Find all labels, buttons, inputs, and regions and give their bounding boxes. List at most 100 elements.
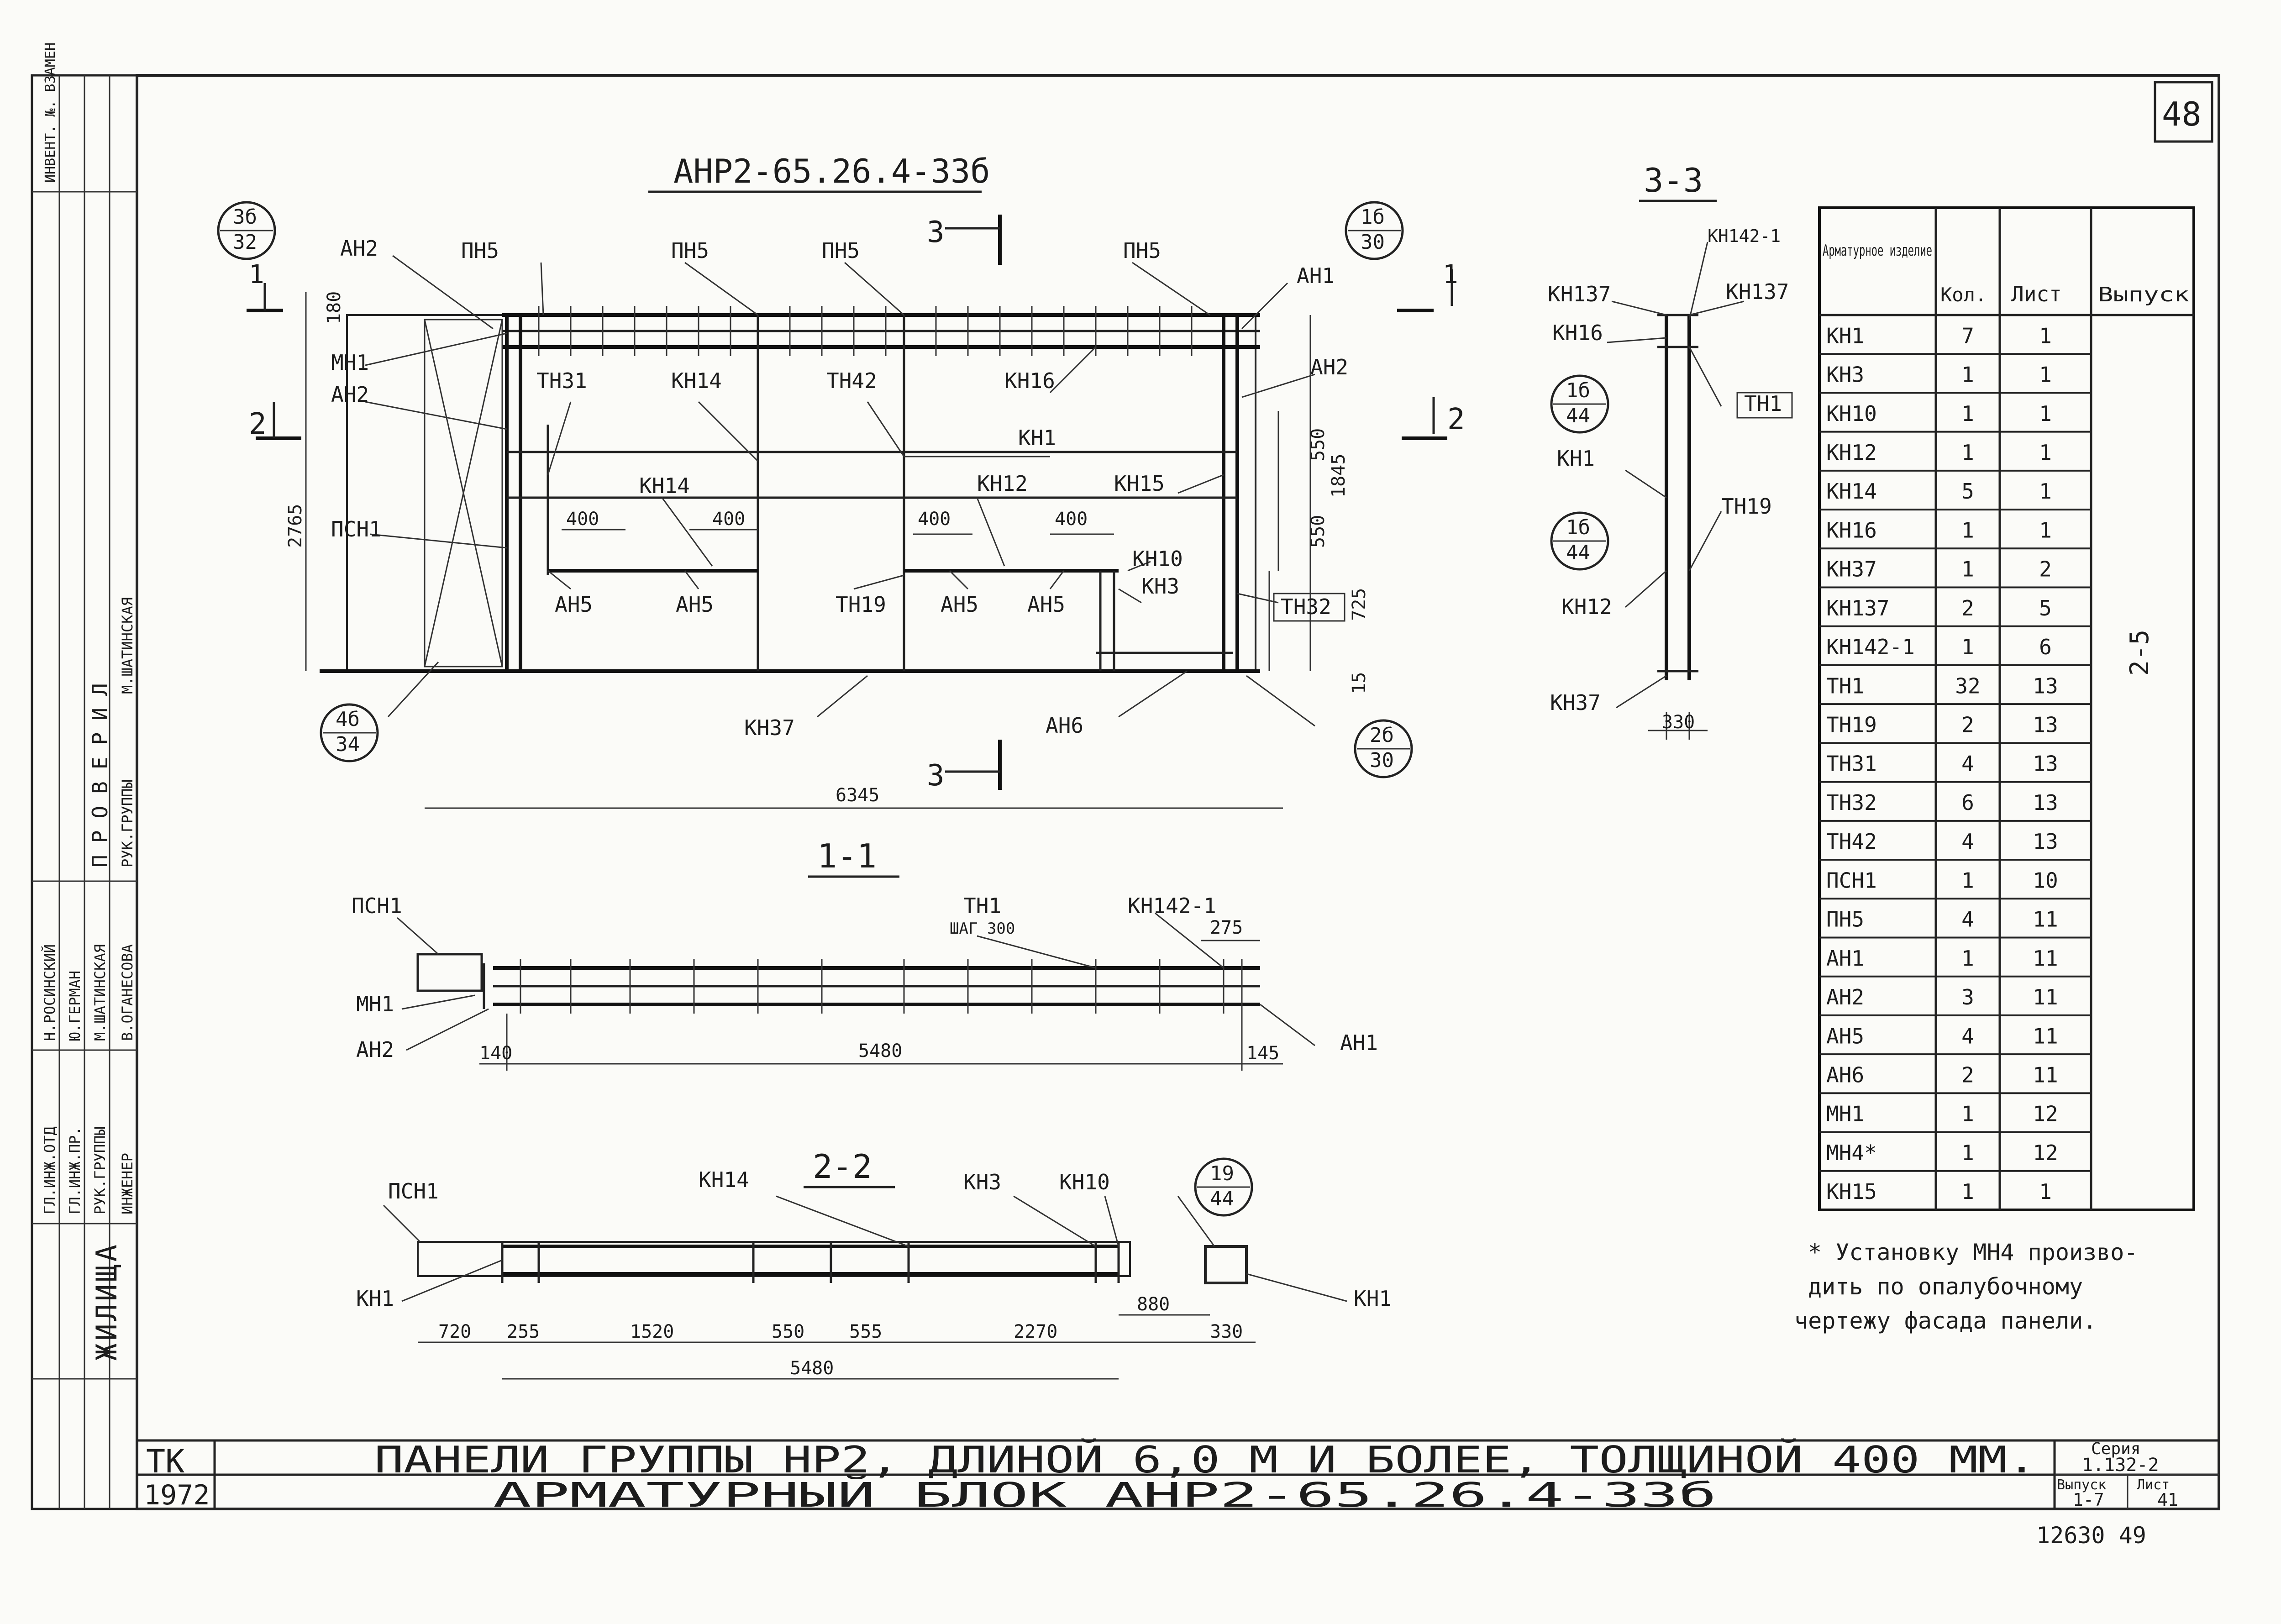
stamp-zhilishcha: ЖИЛИЩА (90, 1242, 123, 1361)
table-cell-item: КН15 (1826, 1179, 1877, 1204)
table-cell-qty: 4 (1961, 1024, 1974, 1048)
table-cell-item: КН14 (1826, 479, 1877, 504)
lbl-22-kn10: КН10 (1059, 1170, 1110, 1194)
table-cell-item: КН142-1 (1826, 635, 1915, 659)
table-cell-item: КН16 (1826, 518, 1877, 542)
lbl-22-kn14: КН14 (699, 1167, 749, 1192)
lbl-an1: АН1 (1297, 263, 1335, 288)
plan-view: АНР2-65.26.4-33б (217, 152, 1465, 809)
table-cell-sheet: 11 (2033, 1024, 2058, 1048)
lbl-an6: АН6 (1046, 713, 1083, 738)
table-cell-qty: 1 (1961, 1102, 1974, 1126)
table-cell-qty: 3 (1961, 985, 1974, 1009)
bubble-6: 1б 44 (1550, 511, 1609, 571)
bubble-4: 2б 30 (1354, 719, 1413, 778)
table-cell-item: ТН19 (1826, 713, 1877, 737)
svg-text:44: 44 (1566, 404, 1590, 427)
lbl-11-kn142: КН142-1 (1128, 893, 1216, 918)
footnote-line-1: * Установку МН4 произво- (1808, 1239, 2138, 1266)
lbl-tn42: ТН42 (826, 368, 877, 393)
svg-text:32: 32 (233, 231, 257, 254)
lbl-pn5-3: ПН5 (822, 238, 860, 263)
dim-22-720: 720 (438, 1321, 471, 1342)
table-cell-sheet: 13 (2033, 790, 2058, 815)
table-cell-sheet: 11 (2033, 985, 2058, 1009)
svg-text:1б: 1б (1566, 379, 1590, 402)
bubble-1: 3б 32 (217, 201, 276, 260)
svg-text:30: 30 (1370, 749, 1394, 772)
table-cell-qty: 1 (1961, 557, 1974, 582)
lbl-tn19: ТН19 (836, 592, 886, 617)
stamp-name-2: Ю.ГЕРМАН (66, 971, 84, 1041)
lbl-kn15: КН15 (1114, 471, 1165, 496)
cut1-left: 1 (249, 260, 264, 289)
lbl-33-kn12: КН12 (1561, 594, 1612, 619)
issue-label: Выпуск (2057, 1477, 2106, 1493)
lbl-kn1: КН1 (1018, 426, 1056, 450)
lbl-33-kn137-r: КН137 (1726, 279, 1789, 304)
dim-11-275: 275 (1210, 917, 1243, 938)
table-cell-sheet: 1 (2039, 518, 2052, 542)
table-cell-qty: 1 (1961, 946, 1974, 971)
dim-400a: 400 (566, 509, 599, 530)
table-cell-qty: 7 (1961, 323, 1974, 348)
svg-text:34: 34 (336, 733, 360, 756)
table-cell-qty: 1 (1961, 868, 1974, 893)
cut3-top: 3 (927, 215, 945, 249)
table-header-qty: Кол. (1940, 284, 1987, 306)
table-cell-item: ПН5 (1826, 907, 1864, 932)
section-3-3: 3-3 КН142-1 КН137 КН137 КН16 ТН1 КН1 ТН1… (1548, 161, 1793, 740)
bubble-2: 1б 30 (1345, 201, 1404, 260)
lbl-an5-3: АН5 (941, 592, 978, 617)
dim-400c: 400 (918, 509, 951, 530)
dim-400b: 400 (712, 509, 745, 530)
svg-text:44: 44 (1566, 541, 1590, 564)
table-cell-item: КН10 (1826, 401, 1877, 426)
cut2-right: 2 (1447, 403, 1465, 436)
table-cell-qty: 1 (1961, 518, 1974, 542)
table-cell-sheet: 10 (2033, 868, 2058, 893)
table-cell-sheet: 12 (2033, 1102, 2058, 1126)
lbl-psn1: ПСН1 (331, 517, 382, 541)
sheet-value: 41 (2157, 1490, 2178, 1510)
dim-1845: 1845 (1328, 454, 1349, 498)
issue-value: 1-7 (2073, 1490, 2104, 1510)
lbl-22-psn1: ПСН1 (388, 1179, 439, 1204)
title-year: 1972 (144, 1479, 210, 1511)
lbl-kn37: КН37 (744, 715, 795, 740)
svg-text:19: 19 (1210, 1162, 1234, 1185)
table-cell-item: КН137 (1826, 596, 1889, 620)
stamp-role-2: ГЛ.ИНЖ.ПР. (66, 1126, 84, 1214)
table-cell-item: МН4* (1826, 1140, 1877, 1165)
section-1-1-title: 1-1 (817, 837, 877, 875)
table-cell-sheet: 1 (2039, 479, 2052, 504)
stamp-role-3: РУК.ГРУППЫ (91, 1126, 109, 1214)
lbl-kn12: КН12 (977, 471, 1028, 496)
footnote-line-3: чертежу фасада панели. (1794, 1308, 2097, 1334)
dim-15: 15 (1349, 672, 1370, 694)
table-cell-sheet: 11 (2033, 1062, 2058, 1087)
table-cell-item: КН37 (1826, 557, 1877, 582)
lbl-11-an2: АН2 (356, 1037, 394, 1062)
sheet-label: Лист (2137, 1477, 2170, 1493)
stamp-corner: ИНВЕНТ. №. ВЗАМЕН (42, 42, 58, 183)
svg-text:1б: 1б (1361, 205, 1385, 229)
lbl-kn10: КН10 (1132, 547, 1183, 571)
dim-22-2270: 2270 (1014, 1321, 1057, 1342)
archive-number: 12630 49 (2036, 1522, 2146, 1549)
lbl-tn32: ТН32 (1281, 594, 1331, 619)
table-header-issue: Выпуск (2098, 283, 2189, 306)
table-cell-sheet: 1 (2039, 1179, 2052, 1204)
lbl-kn14-top: КН14 (671, 368, 722, 393)
table-cell-sheet: 13 (2033, 673, 2058, 698)
stamp-name-1: Н.РОСИНСКИЙ (41, 944, 58, 1041)
dim-725: 725 (1349, 588, 1370, 621)
table-cell-item: ТН32 (1826, 790, 1877, 815)
lbl-pn5-4: ПН5 (1123, 238, 1161, 263)
dim-400d: 400 (1055, 509, 1088, 530)
dim-22-1520: 1520 (630, 1321, 674, 1342)
table-cell-qty: 1 (1961, 363, 1974, 387)
dim-22-550: 550 (772, 1321, 804, 1342)
table-cell-sheet: 1 (2039, 440, 2052, 465)
lbl-33-tn1: ТН1 (1744, 391, 1782, 416)
